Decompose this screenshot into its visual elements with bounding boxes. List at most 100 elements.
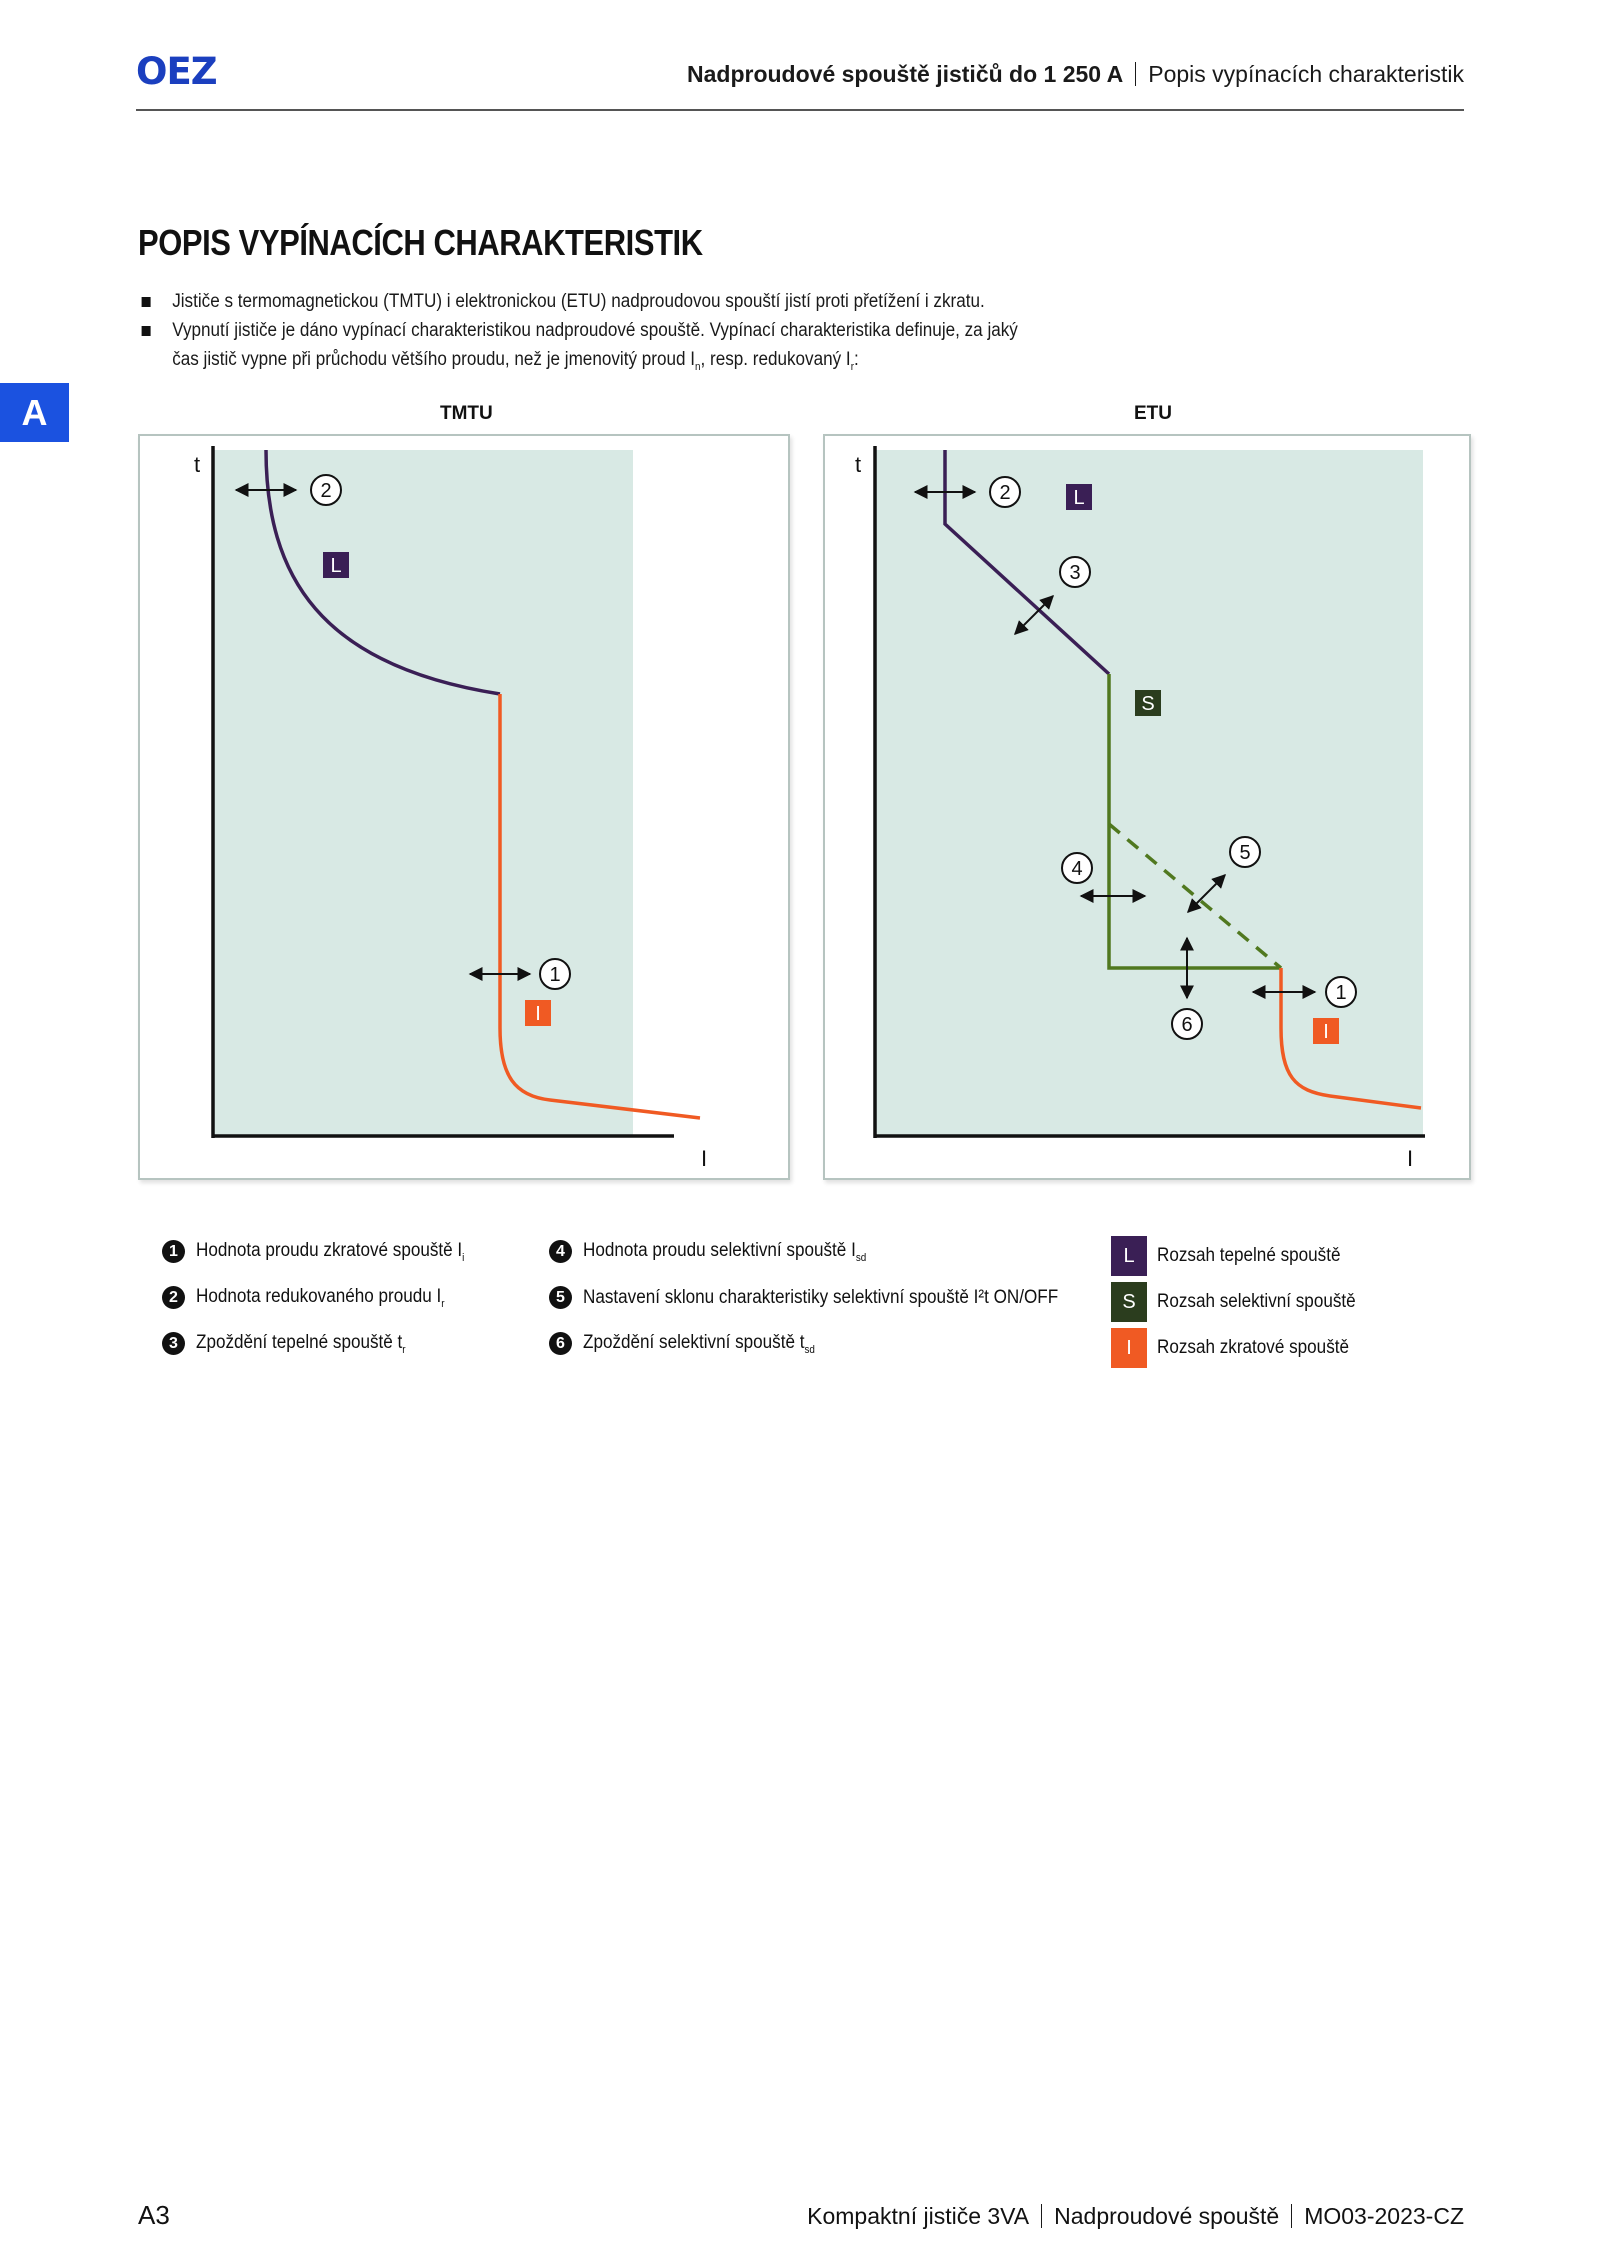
label-L xyxy=(1066,484,1092,510)
legend-item: S Rozsah selektivní spouště xyxy=(1111,1282,1378,1328)
marker-2-number: 2 xyxy=(999,482,1010,504)
label-L-text: L xyxy=(1073,487,1084,509)
header-rule xyxy=(136,109,1464,111)
i-axis-label: I xyxy=(1407,1146,1413,1171)
legend-item: 6 Zpoždění selektivní spouště tsd xyxy=(549,1332,1111,1378)
footer-separator xyxy=(1291,2204,1293,2228)
page-title: POPIS VYPÍNACÍCH CHARAKTERISTIK xyxy=(138,222,703,263)
tmtu-chart: t I 2 L 1 I xyxy=(138,434,790,1180)
legend-swatch-L: L xyxy=(1111,1236,1147,1276)
bullet-item: Vypnutí jističe je dáno vypínací charakt… xyxy=(138,316,1081,382)
legend-number: 6 xyxy=(549,1332,572,1356)
etu-chart-title: ETU xyxy=(1134,403,1172,424)
legend-item: L Rozsah tepelné spouště xyxy=(1111,1236,1378,1282)
footer-code: MO03-2023-CZ xyxy=(1304,2203,1464,2229)
bullet-text: čas jistič vypne při průchodu většího pr… xyxy=(172,349,695,370)
t-axis-label: t xyxy=(194,452,200,477)
marker-5-circle xyxy=(1229,836,1261,868)
label-I xyxy=(525,1000,551,1026)
marker-1-circle xyxy=(539,958,571,990)
marker-1-circle xyxy=(1325,976,1357,1008)
page-number: A3 xyxy=(138,2200,170,2230)
plot-background-area xyxy=(875,450,1423,1136)
legend-column-3: L Rozsah tepelné spouště S Rozsah selektiv… xyxy=(1111,1236,1378,1374)
legend-item: 3 Zpoždění tepelné spouště tr xyxy=(162,1332,494,1378)
legend-text: Zpoždění tepelné spouště tr xyxy=(196,1332,406,1356)
marker-2-circle xyxy=(989,476,1021,508)
label-L xyxy=(323,552,349,578)
label-I xyxy=(1313,1018,1339,1044)
legend-text: Hodnota proudu selektivní spouště Isd xyxy=(583,1240,867,1264)
legend-number: 4 xyxy=(549,1240,572,1264)
t-axis-label: t xyxy=(855,452,861,477)
label-L-text: L xyxy=(330,555,341,577)
legend-item: 5 Nastavení sklonu charakteristiky selekt… xyxy=(549,1286,1111,1332)
legend-text: Hodnota redukovaného proudu Ir xyxy=(196,1286,445,1310)
thermal-curve-L xyxy=(264,449,501,696)
header-title: Nadproudové spouště jističů do 1 250 A Po… xyxy=(687,61,1464,88)
oez-logo: OEZ xyxy=(136,50,218,93)
intro-bullets: Jističe s termomagnetickou (TMTU) i elek… xyxy=(138,287,1058,382)
header-title-section: Popis vypínacích charakteristik xyxy=(1148,61,1464,87)
bullet-text: , resp. redukovaný I xyxy=(700,349,851,370)
legend-item: 4 Hodnota proudu selektivní spouště Isd xyxy=(549,1240,1111,1286)
label-S-text: S xyxy=(1141,693,1154,715)
selective-curve-S xyxy=(1107,674,1281,970)
footer-separator xyxy=(1041,2204,1043,2228)
tmtu-chart-title: TMTU xyxy=(440,403,493,424)
legend-column-1: 1 Hodnota proudu zkratové spouště Ii 2 Hod… xyxy=(162,1240,494,1378)
legend-text: Rozsah tepelné spouště xyxy=(1157,1245,1341,1266)
legend-text: Rozsah zkratové spouště xyxy=(1157,1337,1350,1358)
legend-text: Nastavení sklonu charakteristiky selekti… xyxy=(583,1286,1059,1308)
footer-section: Nadproudové spouště xyxy=(1054,2203,1280,2229)
selective-i2t-dashed xyxy=(1107,822,1283,970)
section-tab[interactable]: A xyxy=(0,383,69,442)
footer-info: Kompaktní jističe 3VA Nadproudové spouště… xyxy=(807,2203,1464,2230)
marker-2-number: 2 xyxy=(320,480,331,502)
marker-1-number: 1 xyxy=(549,964,560,986)
marker-2-circle xyxy=(310,474,342,506)
marker-5-number: 5 xyxy=(1239,842,1250,864)
legend-text: Zpoždění selektivní spouště tsd xyxy=(583,1332,815,1356)
header-title-main: Nadproudové spouště jističů do 1 250 A xyxy=(687,61,1124,87)
short-circuit-curve-I xyxy=(498,694,701,1120)
marker-6-number: 6 xyxy=(1181,1014,1192,1036)
tmtu-chart-svg: t I 2 L 1 I xyxy=(194,446,707,1171)
legend-text: Hodnota proudu zkratové spouště Ii xyxy=(196,1240,465,1264)
label-S xyxy=(1135,690,1161,716)
legend-swatch-S: S xyxy=(1111,1282,1147,1322)
subscript: n xyxy=(694,360,701,373)
legend-item: 1 Hodnota proudu zkratové spouště Ii xyxy=(162,1240,494,1286)
etu-chart-svg: t I 2 L 3 S 4 5 6 1 I xyxy=(855,446,1425,1171)
legend-number: 5 xyxy=(549,1286,572,1309)
legend-swatch-I: I xyxy=(1111,1328,1147,1368)
subscript: r xyxy=(850,360,854,373)
bullet-item: Jističe s termomagnetickou (TMTU) i elek… xyxy=(138,287,1081,316)
thermal-curve-L xyxy=(943,450,1111,676)
legend-text: Rozsah selektivní spouště xyxy=(1157,1291,1356,1312)
marker-3-circle xyxy=(1059,556,1091,588)
plot-background-area xyxy=(213,450,633,1136)
i-axis-label: I xyxy=(701,1146,707,1171)
legend-column-2: 4 Hodnota proudu selektivní spouště Isd 5… xyxy=(549,1240,1111,1378)
legend-number: 1 xyxy=(162,1240,185,1264)
legend-item: 2 Hodnota redukovaného proudu Ir xyxy=(162,1286,494,1332)
legend-item: I Rozsah zkratové spouště xyxy=(1111,1328,1378,1374)
marker-1-number: 1 xyxy=(1335,982,1346,1004)
legend-number: 3 xyxy=(162,1332,185,1356)
bullet-text: : xyxy=(853,349,859,370)
short-circuit-curve-I xyxy=(1279,968,1422,1110)
marker-3-number: 3 xyxy=(1069,562,1080,584)
legend-number: 2 xyxy=(162,1286,185,1310)
etu-chart: t I 2 L 3 S 4 5 6 1 I xyxy=(823,434,1471,1180)
footer-catalog: Kompaktní jističe 3VA xyxy=(807,2203,1030,2229)
marker-4-circle xyxy=(1061,852,1093,884)
bullet-text: Jističe s termomagnetickou (TMTU) i elek… xyxy=(172,291,985,312)
label-I-text: I xyxy=(1323,1021,1329,1043)
marker-3-arrow xyxy=(1014,595,1054,635)
marker-4-number: 4 xyxy=(1071,858,1082,880)
label-I-text: I xyxy=(535,1003,541,1025)
marker-5-arrow xyxy=(1187,874,1226,913)
header-separator xyxy=(1135,62,1137,86)
marker-6-circle xyxy=(1171,1008,1203,1040)
